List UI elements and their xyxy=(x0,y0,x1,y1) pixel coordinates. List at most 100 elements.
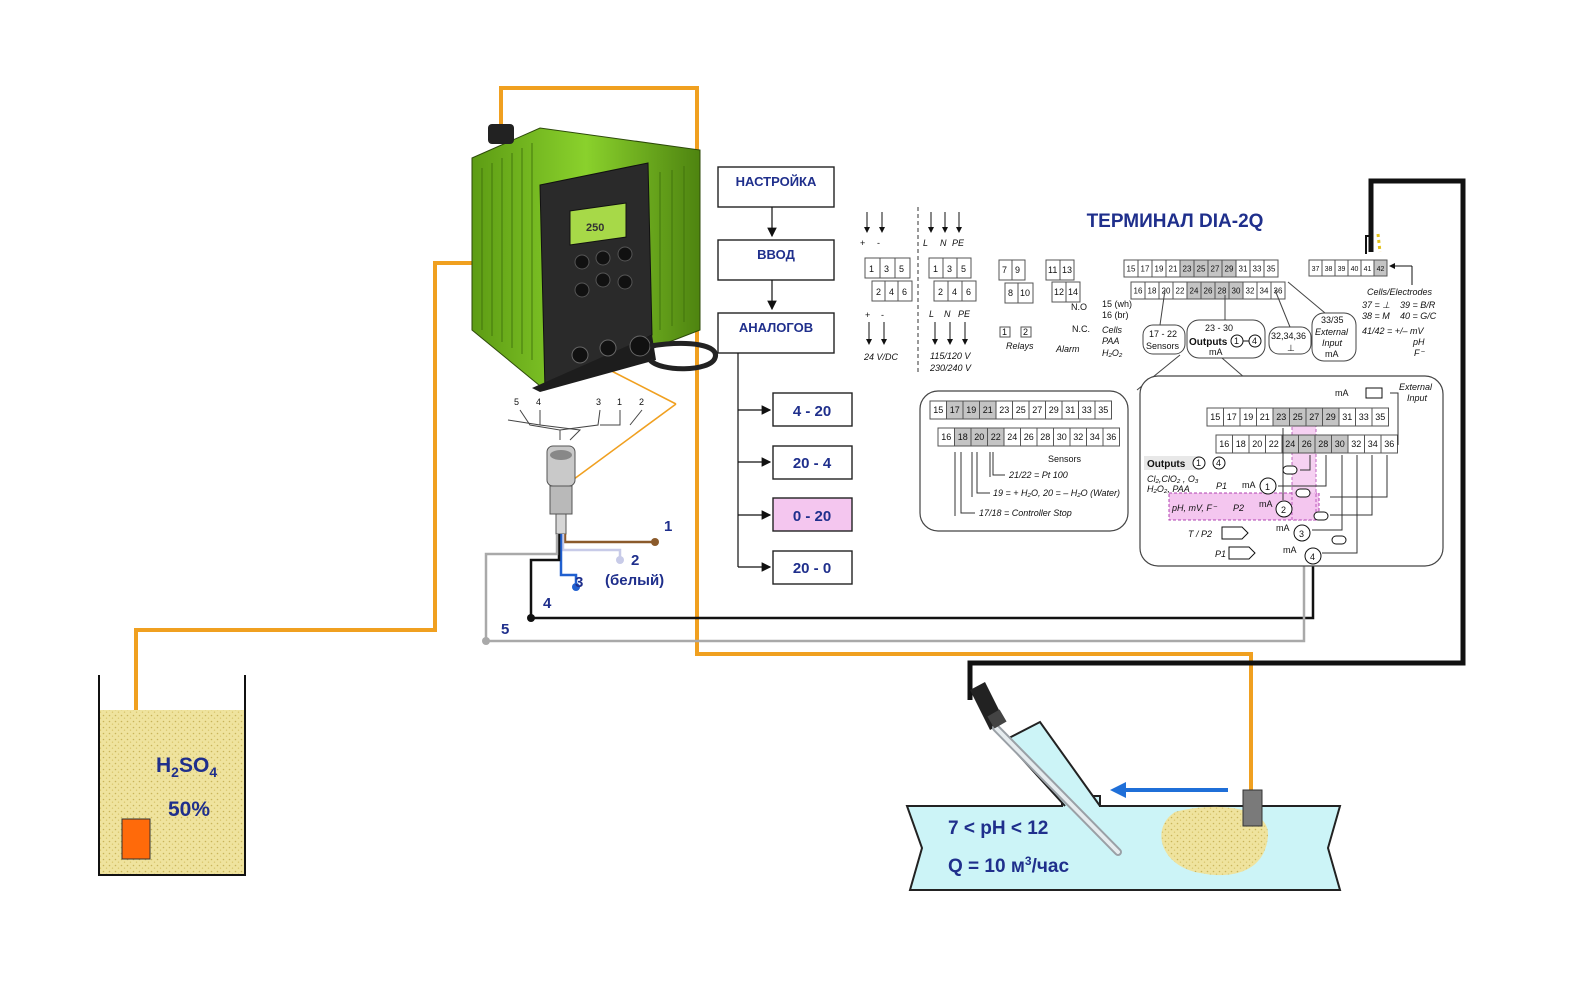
power-ac-block: L N PE 1 3 5 2 4 6 L N PE 115/120 V 230/… xyxy=(923,212,977,373)
wire-4-label: 4 xyxy=(543,595,552,612)
bubble-text: mA xyxy=(1209,347,1223,357)
terminal-number: 32 xyxy=(1246,287,1255,296)
terminal-number: 35 xyxy=(1375,412,1385,422)
dc-sign: + xyxy=(865,310,870,320)
ac-terminal: 2 xyxy=(938,287,943,297)
bubble-text: 33/35 xyxy=(1321,315,1344,325)
cells-note-line: Cells xyxy=(1102,325,1123,335)
ac-terminal: 4 xyxy=(952,287,957,297)
terminal-number: 40 xyxy=(1351,266,1359,273)
alarm-terminal: 11 xyxy=(1048,265,1057,275)
bubble-circle-num: 4 xyxy=(1252,336,1257,346)
wire-2-label: 2 xyxy=(631,552,639,569)
electrodes-line: F⁻ xyxy=(1414,348,1425,358)
terminal-number: 19 xyxy=(1155,265,1164,274)
terminal-number: 20 xyxy=(974,432,984,442)
bubble-text: Input xyxy=(1322,338,1343,348)
terminal-number: 17 xyxy=(1227,412,1237,422)
terminal-number: 22 xyxy=(1269,439,1279,449)
terminal-number: 23 xyxy=(1276,412,1286,422)
terminal-cell xyxy=(1102,427,1120,447)
external-bubble: 33/35 External Input mA xyxy=(1287,281,1357,362)
terminal-number: 42 xyxy=(1377,266,1385,273)
terminal-number: 33 xyxy=(1359,412,1369,422)
outputs-callout-line xyxy=(1221,357,1246,379)
electrodes-line: pH xyxy=(1412,337,1425,347)
bubble-text: 32,34,36 xyxy=(1271,331,1306,341)
bubble-text: Sensors xyxy=(1146,341,1180,351)
alarm-terminal: 13 xyxy=(1062,265,1072,275)
range-option-box-selected[interactable] xyxy=(772,497,853,532)
dc-terminal: 1 xyxy=(869,264,874,274)
terminal-number: 29 xyxy=(1049,405,1059,415)
outputs-num: 4 xyxy=(1216,458,1221,468)
wire-1-label: 1 xyxy=(664,518,672,535)
terminal-number: 25 xyxy=(1016,405,1026,415)
ac-terminal: 5 xyxy=(961,264,966,274)
terminal-number: 18 xyxy=(958,432,968,442)
terminal-number: 20 xyxy=(1162,287,1171,296)
range-option-box[interactable] xyxy=(772,445,853,480)
terminal-number: 41 xyxy=(1364,266,1372,273)
ac-terminal: 1 xyxy=(933,264,938,274)
terminal-number: 31 xyxy=(1342,412,1352,422)
range-option-label: 20 - 0 xyxy=(793,560,831,577)
terminal-title: ТЕРМИНАЛ DIA-2Q xyxy=(1087,211,1264,232)
output-row-num: 2 xyxy=(1281,505,1286,515)
menu-step-box xyxy=(717,312,835,354)
acid-tank: H2SO4 50% xyxy=(98,675,246,876)
electrodes-line: 37 = ⊥ xyxy=(1362,300,1390,310)
terminal-number: 15 xyxy=(933,405,943,415)
terminal-number: 16 xyxy=(1134,287,1143,296)
menu-step-input: ВВОД xyxy=(757,247,795,262)
bubble-text: mA xyxy=(1325,349,1339,359)
terminal-number: 23 xyxy=(999,405,1009,415)
bubble-text: 23 - 30 xyxy=(1205,323,1233,333)
ma-label: mA xyxy=(1242,480,1256,490)
acid-formula: H2SO4 xyxy=(156,754,217,780)
ma-label: mA xyxy=(1283,545,1297,555)
dc-sign: - xyxy=(881,310,884,320)
process-pipe: 7 < pH < 12 Q = 10 м3/час xyxy=(905,720,1342,891)
pin-label: 4 xyxy=(536,397,541,407)
terminal-number: 21 xyxy=(1260,412,1270,422)
terminal-number: 26 xyxy=(1024,432,1034,442)
ac-terminal: 6 xyxy=(966,287,971,297)
sensors-note: 17/18 = Controller Stop xyxy=(979,508,1072,518)
electrode-cable xyxy=(967,178,1466,700)
tp2-label: T / P2 xyxy=(1188,529,1212,539)
relays-block: 7 9 8 10 1 2 Relays xyxy=(998,259,1034,351)
range-option-box[interactable] xyxy=(772,392,853,427)
terminal-number: 32 xyxy=(1073,432,1083,442)
dc-terminal: 2 xyxy=(876,287,881,297)
terminal-number: 24 xyxy=(1190,287,1199,296)
terminal-number: 25 xyxy=(1197,265,1206,274)
p1-label: P1 xyxy=(1216,481,1227,491)
range-options: 4 - 20 20 - 4 0 - 20 20 - 0 xyxy=(772,392,853,585)
terminal-number: 29 xyxy=(1225,265,1234,274)
terminal-number: 26 xyxy=(1302,439,1312,449)
cells-note-line: 16 (br) xyxy=(1102,310,1129,320)
pin-label: 1 xyxy=(617,397,622,407)
p2-note: pH, mV, F⁻ xyxy=(1171,503,1218,513)
terminal-number: 19 xyxy=(966,405,976,415)
terminal-number: 24 xyxy=(1285,439,1295,449)
p1b-label: P1 xyxy=(1215,549,1226,559)
terminal-number: 22 xyxy=(991,432,1001,442)
electrodes-line: 39 = B/R xyxy=(1400,300,1436,310)
pump-display-value: 250 xyxy=(586,222,604,234)
pin-label: 2 xyxy=(639,397,644,407)
flow-rate: Q = 10 м3/час xyxy=(948,854,1069,877)
range-option-box[interactable] xyxy=(772,550,853,585)
sensors-note: 21/22 = Pt 100 xyxy=(1008,470,1068,480)
wire-3-label: 3 xyxy=(575,574,583,591)
ac-label: L xyxy=(923,238,928,248)
ph-electrode xyxy=(970,682,1122,856)
alarm-no: N.O xyxy=(1071,302,1087,312)
menu-step-analog: АНАЛОГОВ xyxy=(739,320,813,335)
terminal-number: 35 xyxy=(1267,265,1276,274)
pin-label: 3 xyxy=(596,397,601,407)
injection-point xyxy=(1242,789,1263,827)
